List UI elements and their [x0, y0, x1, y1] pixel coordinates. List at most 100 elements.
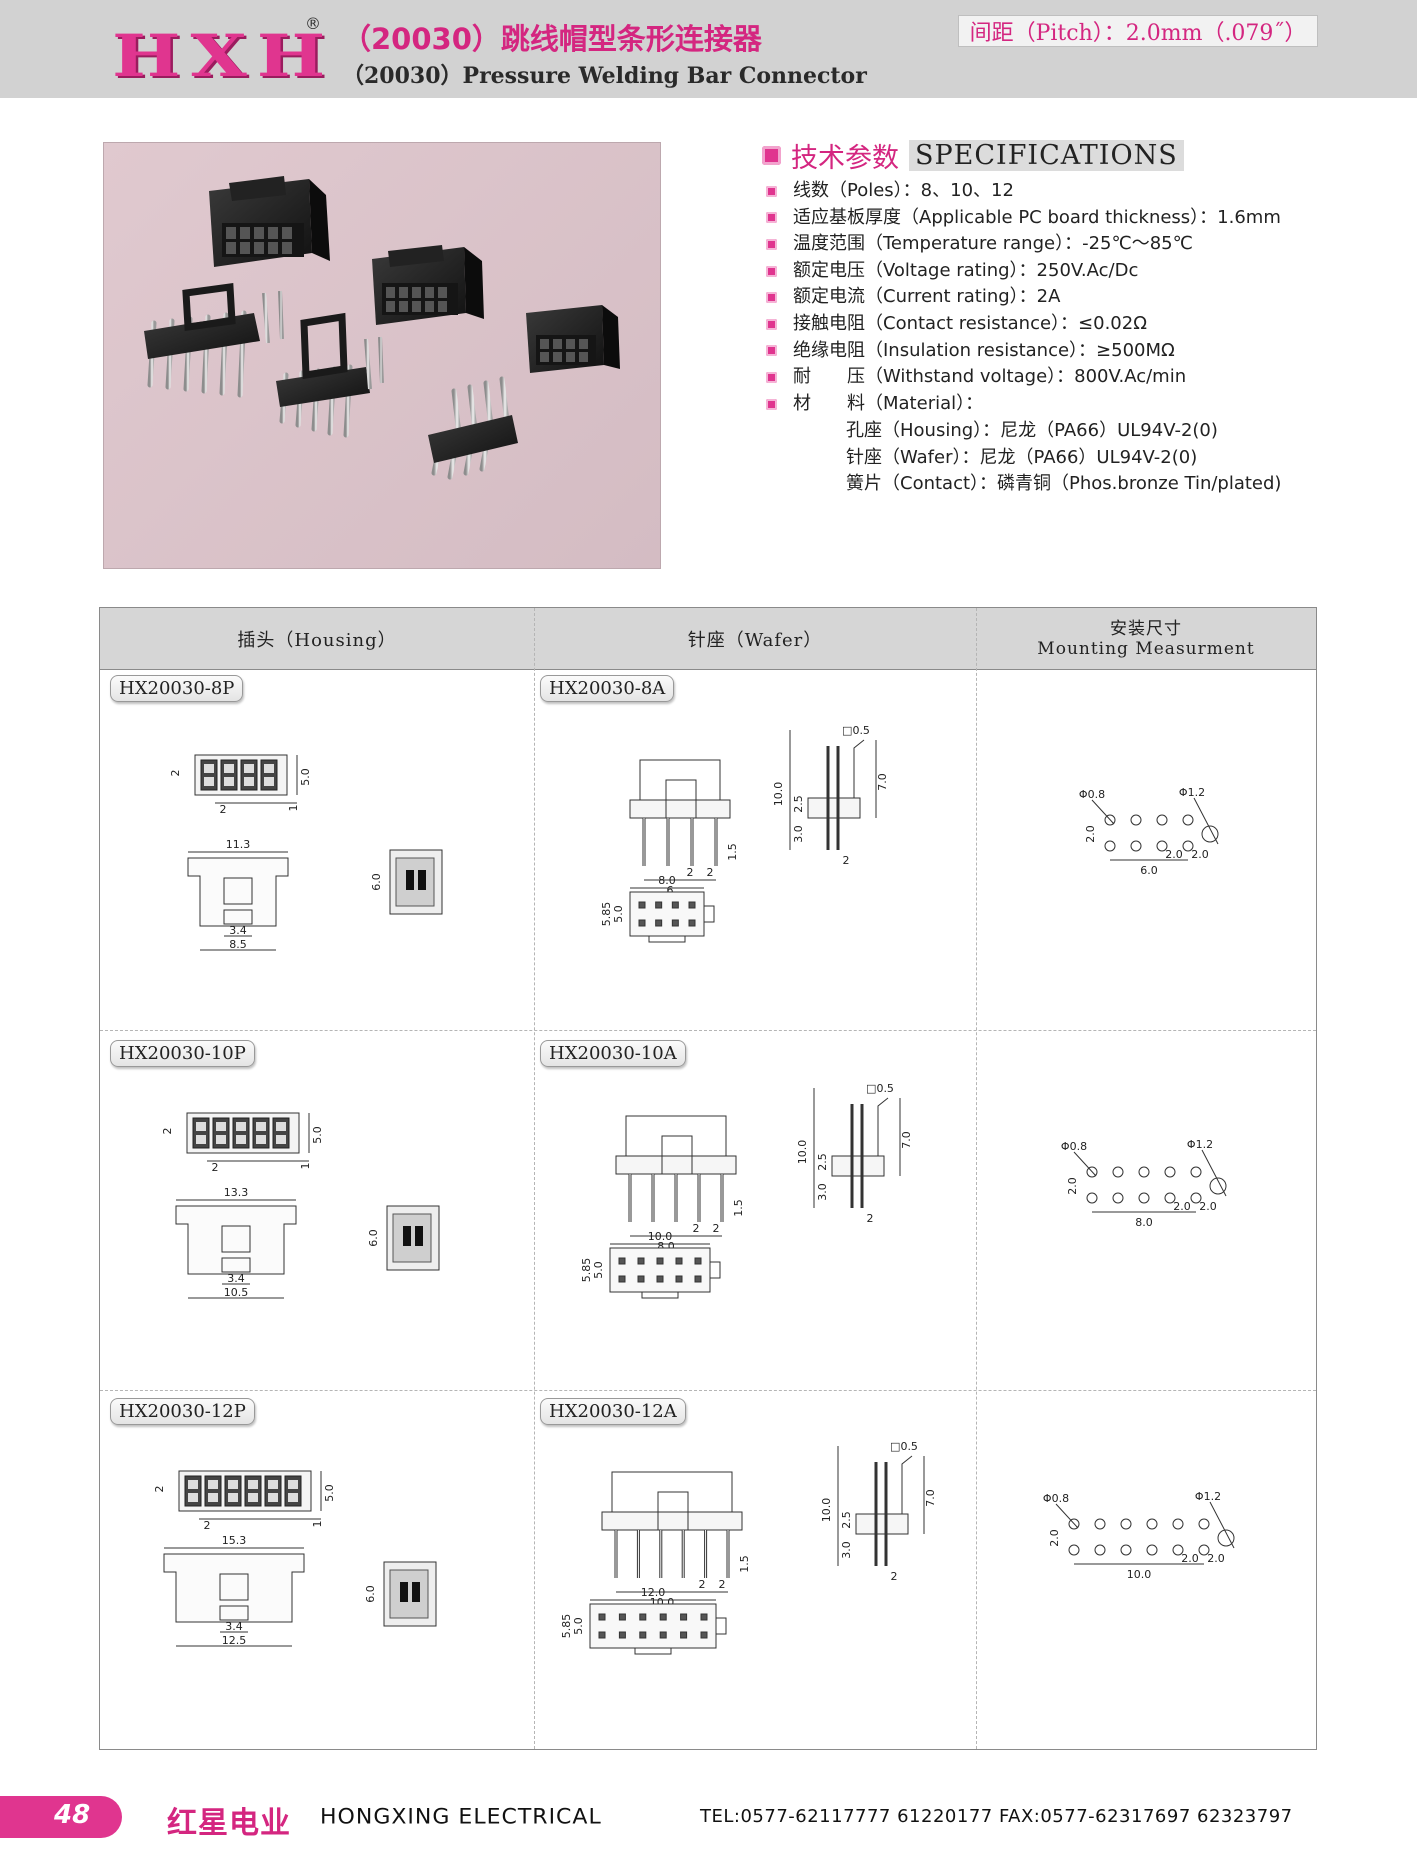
dimension-label: 2: [169, 770, 182, 777]
dimension-label: 3.4: [227, 1272, 245, 1285]
spec-text: 温度范围（Temperature range）：-25℃～85℃: [793, 233, 1193, 255]
dimension-label: 2.5: [792, 795, 805, 813]
col-header-text: 针座（Wafer）: [687, 630, 823, 651]
wafer-photo-1: [144, 283, 284, 398]
dimension-label: 2: [843, 854, 850, 867]
dimension-label: Φ0.8: [1043, 1492, 1069, 1505]
dimension-label: 2: [153, 1486, 166, 1493]
cavity-window: [196, 1122, 206, 1131]
pin-square: [618, 1613, 626, 1621]
cavity-window: [196, 1135, 206, 1144]
mount-hole-large: [1209, 1177, 1227, 1195]
specs-list: 线数（Poles）：8、10、12 适应基板厚度（Applicable PC b…: [766, 178, 1281, 417]
dimension-label: Φ1.2: [1195, 1490, 1221, 1503]
dimension-label: 2.0: [1173, 1200, 1191, 1213]
dimension-label: 3.0: [840, 1541, 853, 1559]
pitch-badge: 间距（Pitch）：2.0mm（.079˝）: [958, 15, 1318, 47]
mount-hole: [1104, 840, 1116, 852]
mount-hole: [1104, 814, 1116, 826]
mount-hole: [1164, 1192, 1176, 1204]
dimension-label: 2.0: [1207, 1552, 1225, 1565]
dimension-label: 5.0: [572, 1617, 585, 1635]
part-number-wafer: HX20030-12A: [540, 1398, 686, 1425]
spec-text: 额定电流（Current rating）：2A: [793, 286, 1061, 308]
dimension-label: 2: [204, 1519, 211, 1532]
dimension-label: 2.0: [1048, 1529, 1061, 1547]
dimension-label: 8.0: [658, 874, 676, 887]
dimension-label: □0.5: [842, 724, 870, 737]
dimension-label: 2.0: [1066, 1177, 1079, 1195]
cavity-window: [264, 777, 274, 786]
housing-slot: [219, 1573, 249, 1601]
material-item: 针座（Wafer）：尼龙（PA66）UL94V-2(0): [846, 446, 1198, 468]
spec-item: 额定电压（Voltage rating）：250V.Ac/Dc: [766, 258, 1281, 285]
cavity-window: [208, 1493, 218, 1502]
pin-square: [598, 1631, 606, 1639]
product-photo: [103, 142, 661, 569]
dimension-label: 10.0: [648, 1230, 673, 1243]
wafer-key: [716, 1617, 727, 1635]
housing-slot: [223, 877, 253, 905]
material-item: 孔座（Housing）：尼龙（PA66）UL94V-2(0): [846, 420, 1218, 441]
dimension-label: 2: [867, 1212, 874, 1225]
footer-contact: TEL:0577-62117777 61220177 FAX:0577-6231…: [700, 1806, 1293, 1827]
mount-hole: [1172, 1518, 1184, 1530]
dimension-label: 6: [667, 884, 674, 897]
dimension-label: □0.5: [866, 1082, 894, 1095]
wafer-latch-outline: [639, 759, 721, 800]
wafer-body-outline: [601, 1511, 743, 1531]
pin-square: [688, 919, 696, 927]
dimension-label: 12.5: [222, 1634, 247, 1647]
wafer-body-outline: [615, 1155, 737, 1175]
mount-hole: [1130, 814, 1142, 826]
dimension-label: 10.0: [1127, 1568, 1152, 1581]
cavity-window: [276, 1135, 286, 1144]
mount-hole: [1138, 1192, 1150, 1204]
dimension-label: Φ0.8: [1079, 788, 1105, 801]
dimension-label: 13.3: [224, 1186, 249, 1199]
mount-hole: [1068, 1544, 1080, 1556]
wafer-key: [704, 905, 715, 923]
pin-square: [656, 1257, 664, 1265]
pin-square: [700, 1613, 708, 1621]
part-number-housing: HX20030-8P: [110, 675, 244, 702]
dimension-label: 2.0: [1165, 848, 1183, 861]
pin-square: [680, 1613, 688, 1621]
pin-square: [618, 1631, 626, 1639]
dimension-label: 10.0: [772, 782, 785, 807]
spec-text: 适应基板厚度（Applicable PC board thickness）：1.…: [793, 206, 1281, 228]
dimension-label: Φ1.2: [1187, 1138, 1213, 1151]
dimension-label: 6.0: [370, 873, 383, 891]
cavity-window: [216, 1135, 226, 1144]
column-divider: [534, 608, 535, 1749]
spec-item: 绝缘电阻（Insulation resistance）：≥500MΩ: [766, 338, 1281, 365]
material-item: 簧片（Contact）：磷青铜（Phos.bronze Tin/plated): [846, 473, 1282, 495]
dimension-label: 1: [287, 805, 300, 812]
col-header-text: 插头（Housing）: [237, 630, 397, 651]
dimension-label: 2: [212, 1161, 219, 1174]
mount-hole: [1120, 1518, 1132, 1530]
mount-hole: [1164, 1166, 1176, 1178]
column-divider: [976, 608, 977, 1749]
dimension-label: 10.5: [224, 1286, 249, 1299]
dimension-label: 6.0: [364, 1585, 377, 1603]
dimension-label: 7.0: [900, 1131, 913, 1149]
dimension-label: 10.0: [796, 1140, 809, 1165]
material-list: 孔座（Housing）：尼龙（PA66）UL94V-2(0) 针座（Wafer）…: [846, 418, 1281, 498]
pin-square: [671, 901, 679, 909]
part-number-wafer: HX20030-8A: [540, 675, 675, 702]
square-bullet-icon: [766, 212, 777, 224]
cavity-window: [188, 1480, 198, 1489]
dimension-label: 10.0: [820, 1498, 833, 1523]
dimension-label: 11.3: [226, 838, 251, 851]
cavity-window: [228, 1480, 238, 1489]
part-number-wafer: HX20030-10A: [540, 1040, 686, 1067]
page-number: 48: [54, 1800, 91, 1830]
spec-text: 线数（Poles）：8、10、12: [793, 180, 1014, 201]
wafer-photo-2: [276, 312, 384, 438]
col-header-text-en: Mounting Measurment: [1037, 639, 1255, 659]
square-bullet-icon: [766, 265, 777, 277]
